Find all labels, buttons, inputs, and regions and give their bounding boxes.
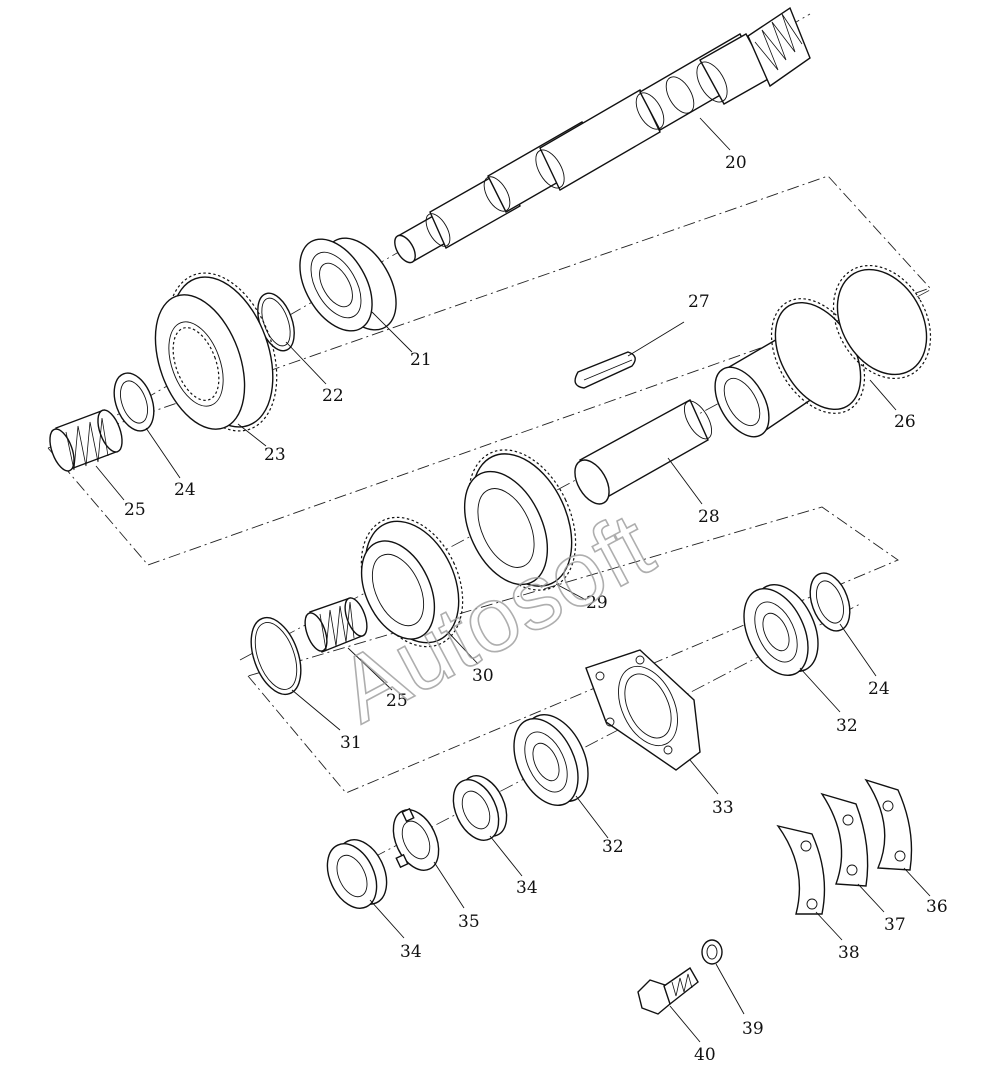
part-label-33: 33 [712,798,734,818]
spacer-tube-28 [574,399,713,505]
part-label-22: 22 [322,386,344,406]
key-27 [574,351,636,389]
part-label-20: 20 [725,153,747,173]
part-label-32b: 32 [602,837,624,857]
part-label-31: 31 [340,733,362,753]
part-labels: 20 21 22 23 24 25 26 27 28 29 30 25 31 3… [124,153,948,1065]
snap-ring-31 [250,616,302,696]
needle-bearing-25b [304,597,368,653]
bearing-flange-33 [585,649,701,771]
part-label-23: 23 [264,445,286,465]
part-label-21: 21 [410,350,432,370]
tab-washer-35 [392,807,440,871]
shim-37 [820,792,869,887]
part-label-38: 38 [838,943,860,963]
assembly-frame-upper [47,175,931,566]
lock-nut-34a [452,775,508,841]
part-label-26: 26 [894,412,916,432]
part-label-40: 40 [694,1045,716,1065]
part-label-24a: 24 [174,480,196,500]
lock-nut-34b [326,839,388,909]
leader-lines [95,117,931,1043]
thrust-washer-24a [113,372,155,432]
ball-bearing-32b [513,713,589,807]
needle-bearing-25a [49,409,123,472]
gear-30 [360,516,464,648]
ball-bearing-32a [743,583,819,677]
shim-38 [776,824,826,915]
main-shaft [394,6,811,264]
assembly-frame-lower [247,506,899,794]
hex-bolt-40 [637,966,699,1015]
gear-23 [154,272,278,432]
part-label-24b: 24 [868,679,890,699]
part-label-28: 28 [698,507,720,527]
part-label-36: 36 [926,897,948,917]
thrust-washer-24b [809,572,851,632]
part-label-25a: 25 [124,500,146,520]
ball-bearing-21 [299,237,397,332]
cluster-gear-26 [714,264,932,438]
part-label-35: 35 [458,912,480,932]
part-label-34a: 34 [516,878,538,898]
part-label-29: 29 [586,593,608,613]
part-label-30: 30 [472,666,494,686]
spring-washer-39 [701,939,723,965]
part-label-27: 27 [688,292,710,312]
part-label-34b: 34 [400,942,422,962]
part-label-39: 39 [742,1019,764,1039]
shim-36 [864,778,913,871]
part-label-25b: 25 [386,691,408,711]
part-label-32a: 32 [836,716,858,736]
part-label-37: 37 [884,915,906,935]
gear-29 [463,449,577,591]
